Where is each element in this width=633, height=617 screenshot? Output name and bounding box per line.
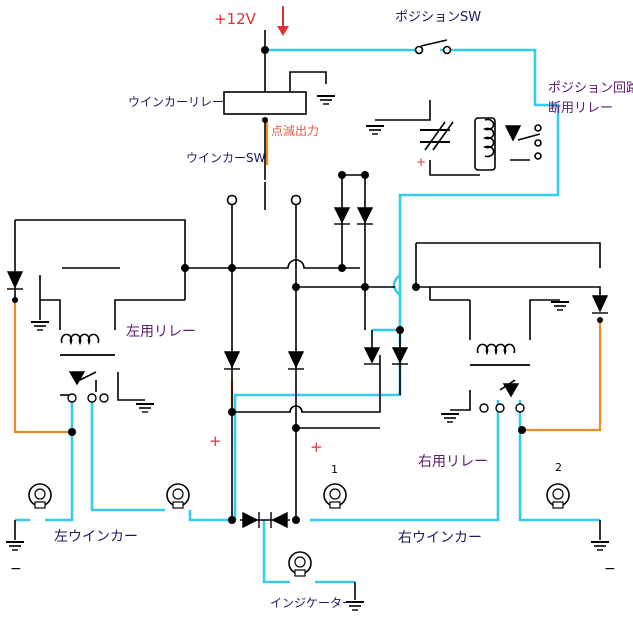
minus-left-label: −: [10, 561, 22, 577]
indicator-lamp: [288, 551, 312, 577]
position-relay-label-2: 断用リレー: [548, 101, 614, 116]
lamp-1-label: 1: [331, 463, 338, 476]
supply-arrow: [277, 6, 289, 36]
right-lamp-2: [546, 483, 570, 509]
blinker-relay-label: ウインカーリレー: [128, 95, 225, 109]
plus-right-label: +: [310, 438, 323, 456]
left-rear-lamp: [166, 483, 190, 509]
left-relay-label: 左用リレー: [126, 324, 196, 340]
junction-dots: [12, 46, 603, 524]
minus-right-label: −: [604, 561, 616, 577]
right-lamp-1: [323, 483, 347, 509]
flash-output-label: 点滅出力: [271, 124, 320, 138]
flash-line: [13, 120, 602, 434]
right-blinker-label: 右ウインカー: [398, 530, 482, 546]
wiring: [14, 30, 601, 600]
diode-symbols: [6, 125, 609, 529]
left-blinker-label: 左ウインカー: [54, 529, 138, 545]
plus-left-label: +: [209, 432, 222, 450]
position-line: [15, 48, 600, 584]
position-relay-coil: [484, 118, 495, 158]
supply-label: +12V: [214, 10, 256, 28]
plus-cap-label: +: [416, 155, 427, 169]
relay-contacts: [67, 371, 525, 413]
indicator-label: インジケーター: [270, 596, 355, 610]
position-relay-label-1: ポジション回路: [548, 81, 633, 96]
right-relay-coil: [476, 343, 516, 354]
left-front-lamp: [28, 483, 52, 509]
lamp-2-label: 2: [555, 461, 562, 474]
position-sw-label: ポジションSW: [395, 10, 482, 25]
blinker-sw-label: ウインカーSW: [186, 151, 266, 165]
right-relay-label: 右用リレー: [418, 454, 488, 470]
left-relay-coil: [60, 333, 100, 344]
